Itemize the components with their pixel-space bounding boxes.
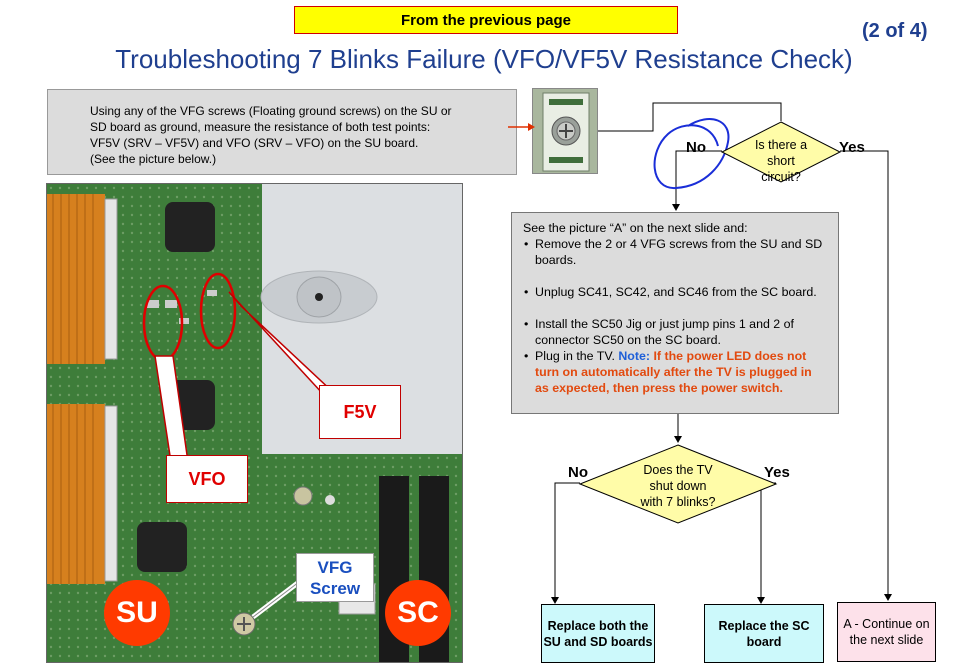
page-indicator: (2 of 4) [862, 20, 928, 42]
decision-short-circuit-text: Is there a short circuit? [740, 137, 822, 185]
decision1-line-2: short [767, 154, 795, 168]
instruction-note: Using any of the VFG screws (Floating gr… [47, 89, 517, 175]
f5v-callout: F5V [319, 385, 401, 439]
power-led-note: If the power LED does not turn on automa… [535, 349, 812, 395]
decision1-no-label: No [686, 139, 706, 156]
steps-box: See the picture “A” on the next slide an… [511, 212, 839, 414]
step-item: Install the SC50 Jig or just jump pins 1… [524, 316, 828, 348]
vfg-callout-line-2: Screw [309, 579, 361, 598]
instruction-line-3: VF5V (SRV – VF5V) and VFO (SRV – VFO) on… [90, 136, 419, 150]
thumbnail-arrow-icon [508, 123, 535, 131]
board-photo [46, 183, 463, 663]
step-item: Unplug SC41, SC42, and SC46 from the SC … [524, 284, 828, 300]
result-continue-next-slide[interactable]: A - Continue on the next slide [837, 602, 936, 662]
instruction-line-1: Using any of the VFG screws (Floating gr… [90, 104, 452, 118]
decision-seven-blinks-text: Does the TV shut down with 7 blinks? [623, 462, 733, 510]
steps-intro: See the picture “A” on the next slide an… [523, 221, 748, 235]
step-item: Remove the 2 or 4 VFG screws from the SU… [524, 236, 828, 268]
vfg-callout-line-1: VFG [317, 558, 353, 577]
instruction-line-4: (See the picture below.) [90, 152, 217, 166]
decision1-line-3: circuit? [761, 170, 801, 184]
vfg-screw-thumbnail [532, 88, 598, 174]
note-label: Note: [618, 349, 654, 363]
result-replace-su-sd: Replace both the SU and SD boards [541, 604, 655, 663]
previous-page-banner: From the previous page [294, 6, 678, 34]
step-item-plug-in: Plug in the TV. Note: If the power LED d… [524, 348, 828, 396]
instruction-line-2: SD board as ground, measure the resistan… [90, 120, 431, 134]
decision1-line-1: Is there a [754, 138, 808, 152]
step-plug-in-text: Plug in the TV. [535, 349, 619, 363]
result-replace-sc: Replace the SC board [704, 604, 824, 663]
decision2-no-label: No [568, 464, 588, 481]
page-title: Troubleshooting 7 Blinks Failure (VFO/VF… [115, 44, 853, 74]
su-board-badge: SU [104, 580, 170, 646]
sc-board-badge: SC [385, 580, 451, 646]
decision-seven-blinks [578, 444, 778, 524]
decision-short-circuit [720, 121, 842, 183]
vfg-screw-callout: VFG Screw [296, 553, 374, 602]
flowchart-connectors [551, 102, 892, 604]
decision1-yes-label: Yes [839, 139, 865, 156]
decision2-yes-label: Yes [764, 464, 790, 481]
decision2-line-2: shut down [649, 479, 707, 493]
vfo-callout: VFO [166, 455, 248, 503]
decision2-line-1: Does the TV [643, 463, 713, 477]
decision2-line-3: with 7 blinks? [640, 495, 716, 509]
